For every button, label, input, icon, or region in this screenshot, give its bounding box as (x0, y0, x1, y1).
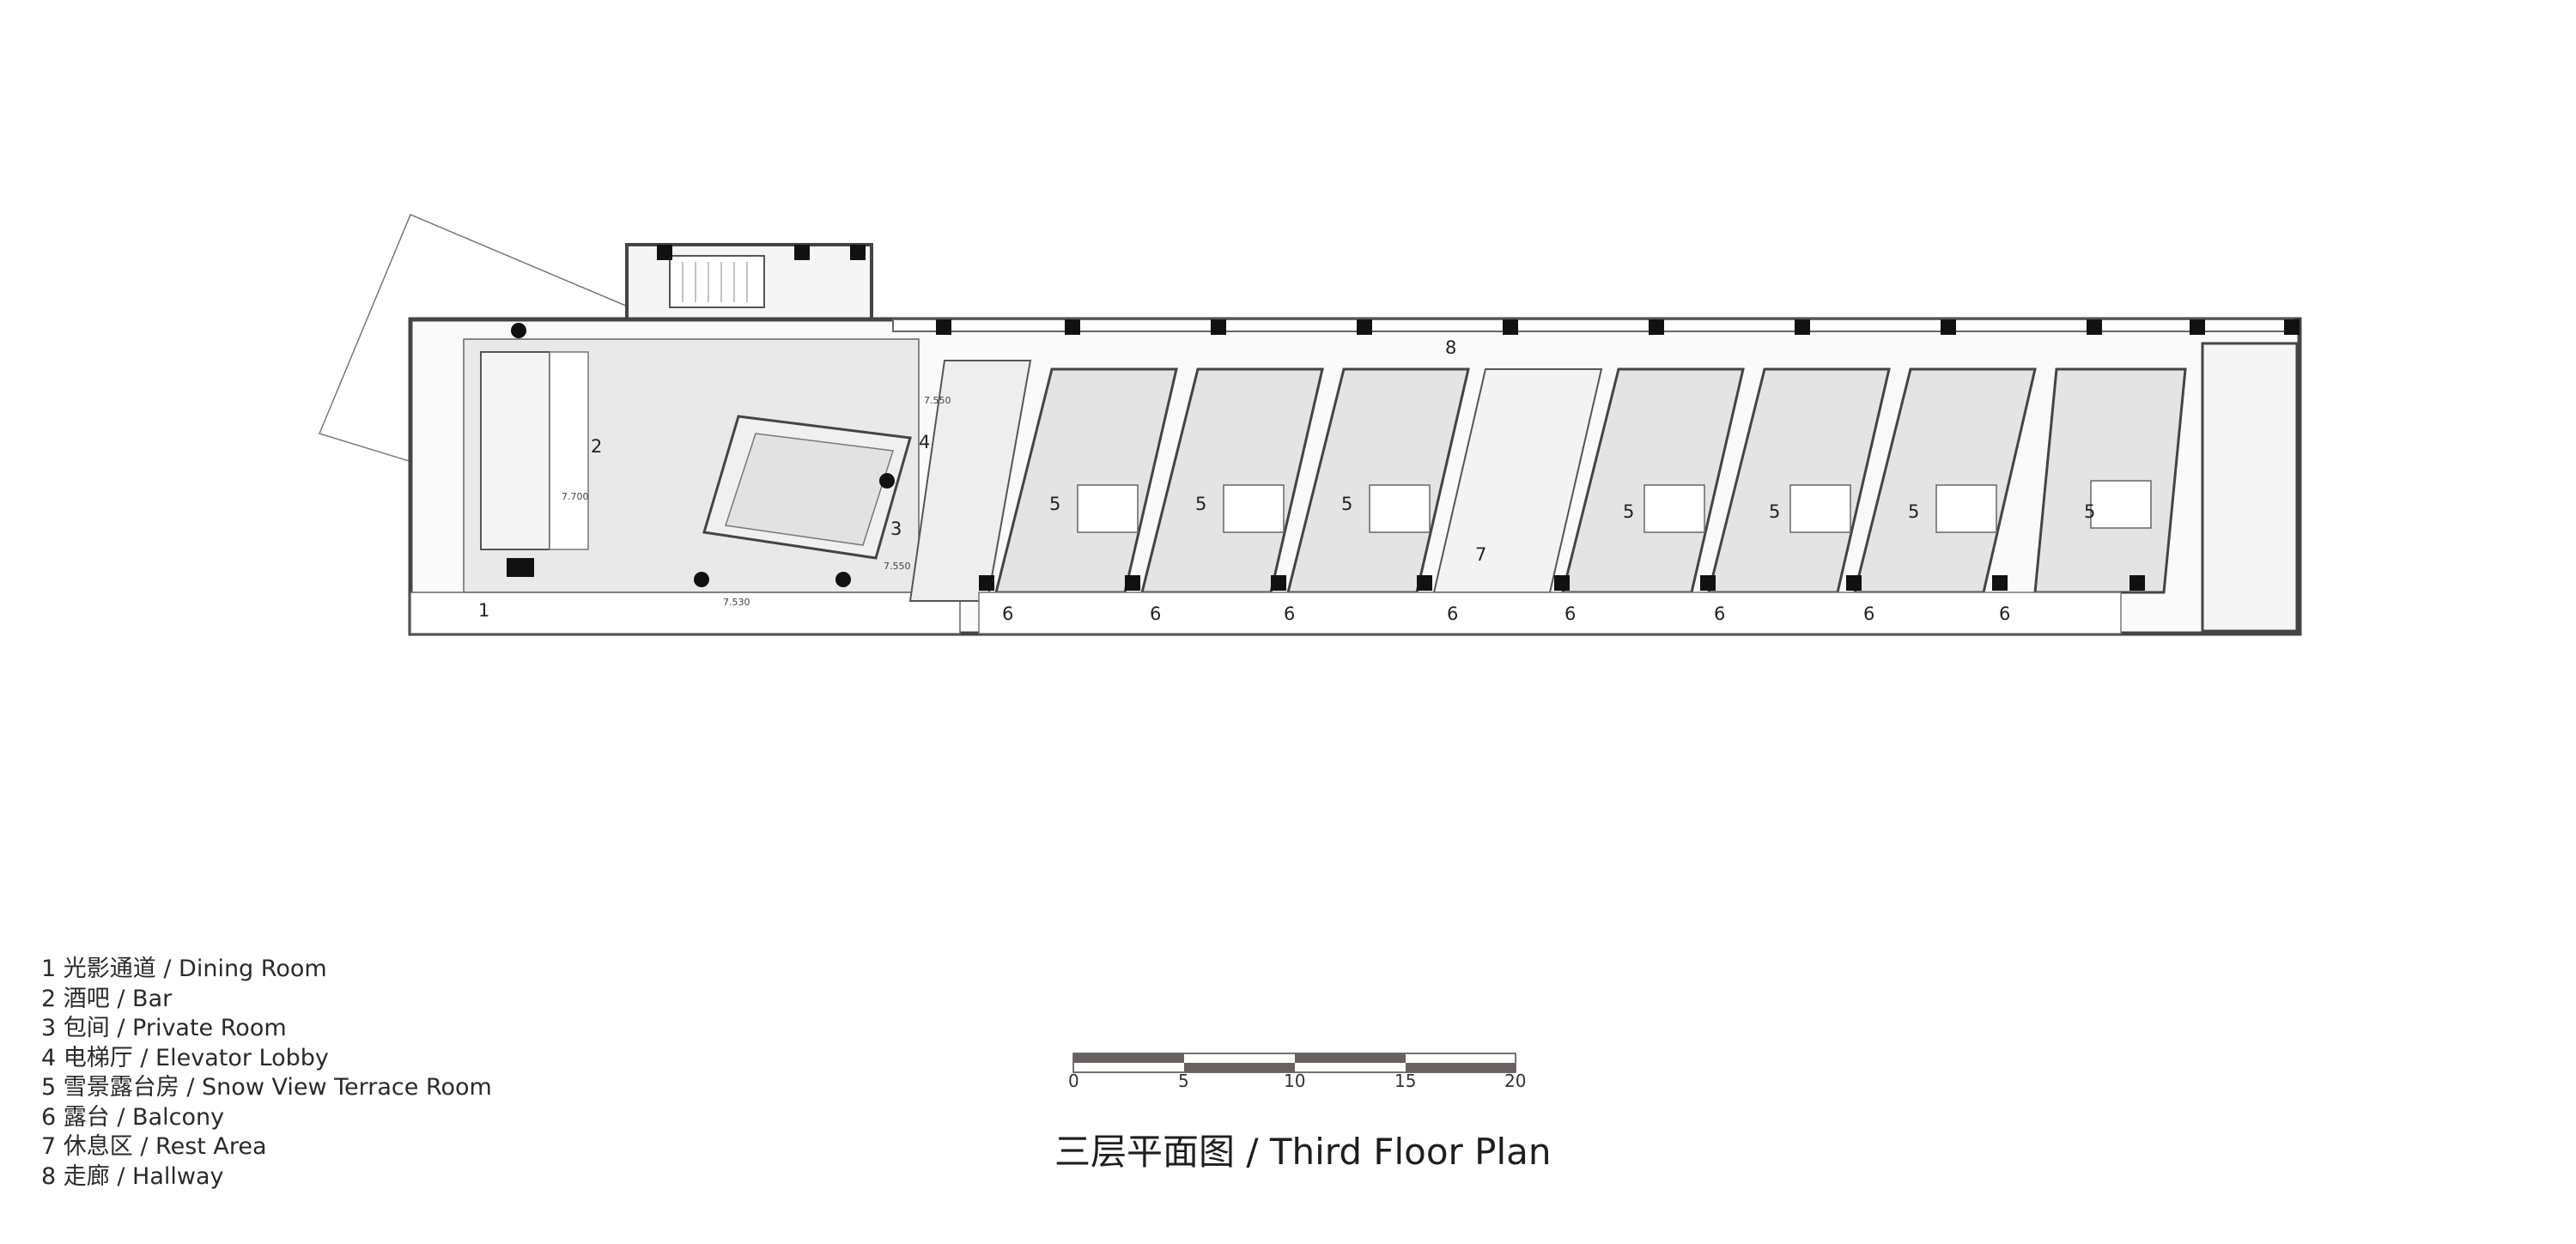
room-label-6: 6 (1447, 604, 1458, 624)
bar-back (549, 351, 589, 550)
dining-strip (410, 592, 961, 634)
room-label-3: 3 (890, 519, 902, 539)
legend-item: 1 光影通道 / Dining Room (41, 956, 327, 982)
room-label-7: 7 (1475, 544, 1486, 565)
room-label-5: 5 (1195, 494, 1206, 514)
legend-item: 3 包间 / Private Room (41, 1015, 287, 1041)
room-legend: 1 光影通道 / Dining Room 2 酒吧 / Bar 3 包间 / P… (41, 955, 492, 1192)
room-label-5: 5 (1623, 501, 1634, 522)
room-label-6: 6 (1863, 604, 1874, 624)
balcony-strip (978, 592, 2122, 634)
room-label-6: 6 (1714, 604, 1725, 624)
legend-item: 5 雪景露台房 / Snow View Terrace Room (41, 1074, 492, 1101)
room-label-8: 8 (1445, 337, 1456, 358)
elevation-mark: 7.550 (924, 395, 951, 406)
scale-tick-label: 15 (1394, 1071, 1417, 1091)
columns (507, 245, 2300, 591)
room-label-2: 2 (591, 436, 602, 457)
elevation-mark: 7.530 (723, 597, 750, 608)
scale-tick-label: 20 (1504, 1071, 1527, 1091)
scale-tick-label: 5 (1178, 1071, 1189, 1091)
room-label-5: 5 (1908, 501, 1919, 522)
legend-item: 7 休息区 / Rest Area (41, 1133, 267, 1160)
scale-tick-label: 10 (1284, 1071, 1306, 1091)
legend-item: 2 酒吧 / Bar (41, 985, 173, 1012)
bar-counter (480, 351, 550, 550)
pavilion-inner (725, 433, 894, 546)
drawing-title: 三层平面图 / Third Floor Plan (1054, 1131, 1552, 1173)
room-label-5: 5 (1049, 494, 1060, 514)
room-label-1: 1 (478, 600, 489, 621)
room-label-6: 6 (1284, 604, 1295, 624)
elevation-mark: 7.550 (884, 561, 911, 572)
elevation-mark: 7.700 (562, 491, 589, 502)
room-label-6: 6 (1002, 604, 1013, 624)
room-label-6: 6 (1150, 604, 1161, 624)
legend-item: 8 走廊 / Hallway (41, 1162, 224, 1190)
room-label-5: 5 (2084, 501, 2095, 522)
room-label-5: 5 (1341, 494, 1352, 514)
north-facade (892, 319, 2293, 332)
room-label-4: 4 (919, 432, 930, 452)
scale-tick-label: 0 (1068, 1071, 1079, 1091)
legend-item: 4 电梯厅 / Elevator Lobby (41, 1044, 329, 1071)
room-label-6: 6 (1564, 604, 1576, 624)
stair-core (669, 255, 765, 308)
room-label-6: 6 (1999, 604, 2010, 624)
room-label-5: 5 (1769, 501, 1780, 522)
legend-item: 6 露台 / Balcony (41, 1103, 225, 1131)
scale-bar (1072, 1053, 1516, 1073)
east-core (2201, 342, 2299, 633)
